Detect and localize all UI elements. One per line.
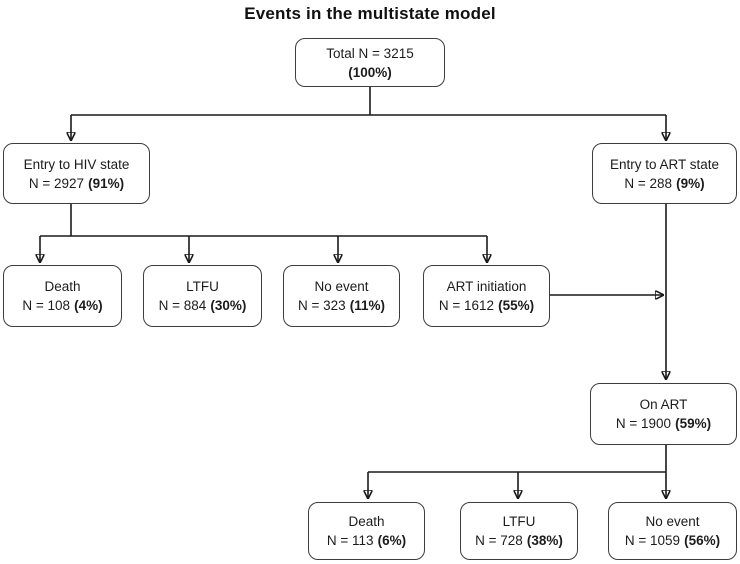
node-no-event-art: No event N = 1059(56%): [608, 502, 737, 560]
node-ltfu-hiv-label: LTFU: [186, 279, 219, 294]
node-art-initiation: ART initiation N = 1612(55%): [423, 265, 550, 327]
node-art-initiation-count: N = 1612: [438, 298, 495, 313]
node-total: Total N = 3215 (100%): [295, 38, 445, 87]
node-death-art-percent: (6%): [377, 533, 407, 548]
node-on-art-count: N = 1900: [615, 416, 672, 431]
node-death-art-label: Death: [348, 514, 385, 529]
node-entry-hiv-count: N = 2927: [28, 175, 85, 191]
node-entry-hiv-percent: (91%): [88, 175, 125, 191]
node-entry-art-count: N = 288: [624, 175, 673, 191]
node-total-label: Total N = 3215: [326, 45, 414, 61]
node-death-art-count: N = 113: [326, 533, 374, 548]
node-death-hiv-label: Death: [44, 279, 81, 294]
node-no-event-art-percent: (56%): [684, 533, 721, 548]
node-entry-hiv-label: Entry to HIV state: [23, 156, 130, 172]
node-entry-art-percent: (9%): [676, 175, 705, 191]
node-no-event-hiv-label: No event: [314, 279, 369, 294]
node-no-event-art-count: N = 1059: [624, 533, 681, 548]
node-on-art-percent: (59%): [675, 416, 712, 431]
node-ltfu-art-label: LTFU: [502, 514, 536, 529]
node-ltfu-hiv-count: N = 884: [158, 298, 207, 313]
node-no-event-art-label: No event: [645, 514, 700, 529]
figure-title: Events in the multistate model: [244, 4, 496, 23]
node-ltfu-art-count: N = 728: [475, 533, 523, 548]
node-on-art-label: On ART: [639, 397, 688, 412]
node-death-hiv: Death N = 108(4%): [3, 265, 122, 327]
node-on-art: On ART N = 1900(59%): [590, 383, 737, 445]
node-entry-art-label: Entry to ART state: [609, 156, 720, 172]
node-total-percent: (100%): [348, 64, 392, 80]
node-ltfu-hiv: LTFU N = 884(30%): [143, 265, 262, 327]
node-death-hiv-percent: (4%): [74, 298, 103, 313]
node-art-initiation-percent: (55%): [498, 298, 535, 313]
node-no-event-hiv: No event N = 323(11%): [283, 265, 400, 327]
node-art-initiation-label: ART initiation: [446, 279, 527, 294]
node-death-art: Death N = 113(6%): [308, 502, 425, 560]
node-death-hiv-count: N = 108: [22, 298, 71, 313]
node-ltfu-hiv-percent: (30%): [210, 298, 247, 313]
node-entry-art: Entry to ART state N = 288(9%): [592, 143, 737, 204]
node-no-event-hiv-count: N = 323: [298, 298, 346, 313]
node-entry-hiv: Entry to HIV state N = 2927(91%): [3, 143, 150, 204]
node-ltfu-art-percent: (38%): [526, 533, 563, 548]
node-no-event-hiv-percent: (11%): [349, 298, 385, 313]
node-ltfu-art: LTFU N = 728(38%): [460, 502, 578, 560]
